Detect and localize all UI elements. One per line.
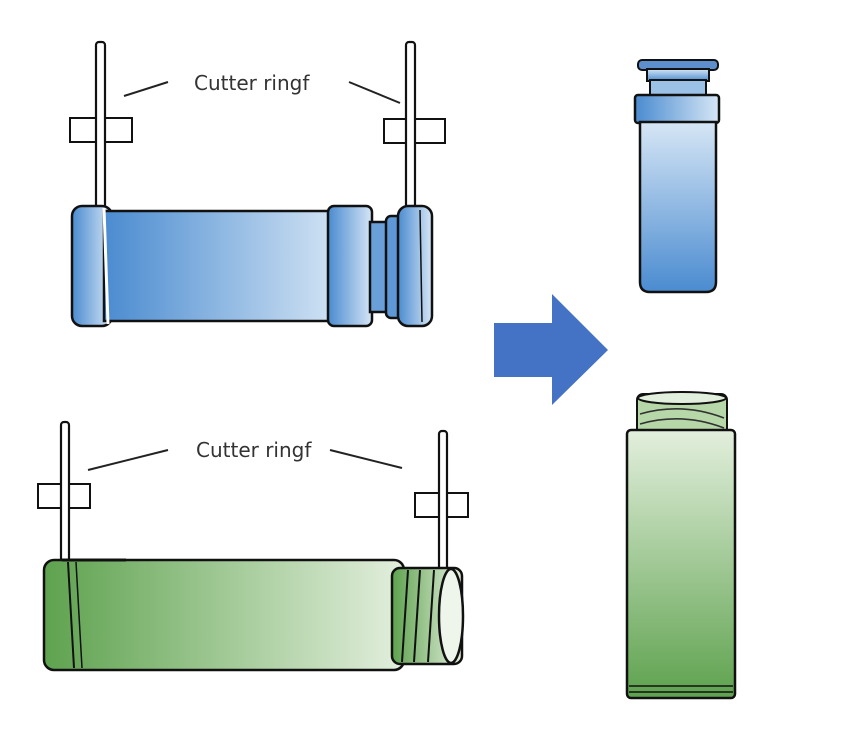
top-leader-left: [123, 81, 169, 97]
top-cutter-ring-label: Cutter ringf: [194, 71, 310, 95]
right-arrow-icon: [494, 294, 608, 405]
bottom-right-cutter-ring: [414, 429, 469, 573]
bottom-leader-right: [329, 449, 403, 469]
top-left-cutter-ring: [69, 40, 133, 219]
top-leader-right: [348, 81, 401, 104]
bottom-assembly: Cutter ringf: [37, 420, 469, 672]
bottom-left-cutter-ring: [37, 420, 91, 564]
blue-cut-vial: [633, 59, 721, 294]
green-cut-tube: [625, 391, 737, 700]
green-cylinder: [42, 558, 465, 672]
top-assembly: Cutter ringf: [69, 40, 446, 328]
top-right-cutter-ring: [383, 40, 446, 214]
bottom-leader-left: [87, 449, 169, 471]
blue-cylinder: [70, 204, 434, 328]
bottom-cutter-ring-label: Cutter ringf: [196, 438, 312, 462]
